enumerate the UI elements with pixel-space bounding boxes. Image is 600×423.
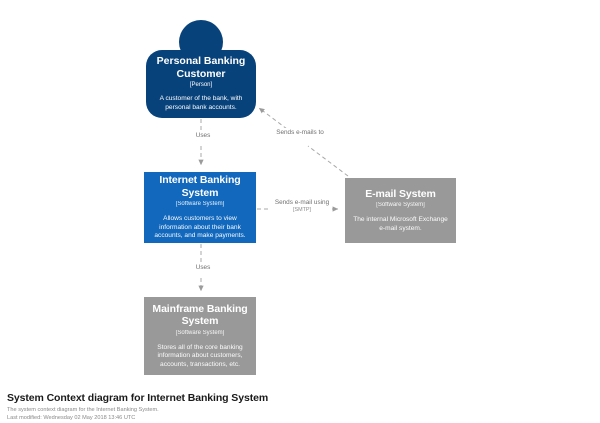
edge-label-technology: [SMTP]: [293, 207, 311, 214]
edge-label-text: Sends e-mail using: [274, 199, 330, 206]
node-type: [Software System]: [376, 202, 425, 209]
node-type: [Software System]: [175, 201, 225, 208]
node-internet-banking-system[interactable]: Internet Banking System [Software System…: [144, 172, 256, 243]
node-type: [Software System]: [175, 329, 225, 336]
edge-label-sends-email-using: Sends e-mail using [SMTP]: [272, 198, 332, 216]
edge-label-uses-top: Uses: [176, 131, 230, 142]
edge-label-sends-emails-to: Sends e-mails to: [262, 128, 338, 139]
node-title: E-mail System: [365, 187, 436, 200]
person-body: Personal Banking Customer [Person] A cus…: [146, 50, 256, 118]
edge-email-sends-to-person: [258, 107, 349, 177]
diagram-last-modified: Last modified: Wednesday 02 May 2018 13:…: [7, 414, 136, 421]
diagram-title: System Context diagram for Internet Bank…: [7, 392, 269, 404]
edge-label-uses-bottom: Uses: [176, 263, 230, 274]
node-personal-banking-customer[interactable]: Personal Banking Customer [Person] A cus…: [146, 20, 256, 118]
node-title: Personal Banking Customer: [156, 55, 246, 80]
node-description: The internal Microsoft Exchange e-mail s…: [353, 216, 448, 232]
node-mainframe-banking-system[interactable]: Mainframe Banking System [Software Syste…: [144, 297, 256, 375]
node-title: Internet Banking System: [159, 174, 241, 199]
node-description: A customer of the bank, with personal ba…: [159, 95, 243, 111]
node-email-system[interactable]: E-mail System [Software System] The inte…: [345, 178, 456, 243]
node-type: [Person]: [189, 82, 213, 89]
node-description: Allows customers to view information abo…: [154, 215, 246, 240]
node-description: Stores all of the core banking informati…: [157, 343, 243, 368]
diagram-description: The system context diagram for the Inter…: [7, 407, 159, 413]
node-title: Mainframe Banking System: [152, 302, 248, 328]
diagram-footer: System Context diagram for Internet Bank…: [7, 392, 427, 422]
